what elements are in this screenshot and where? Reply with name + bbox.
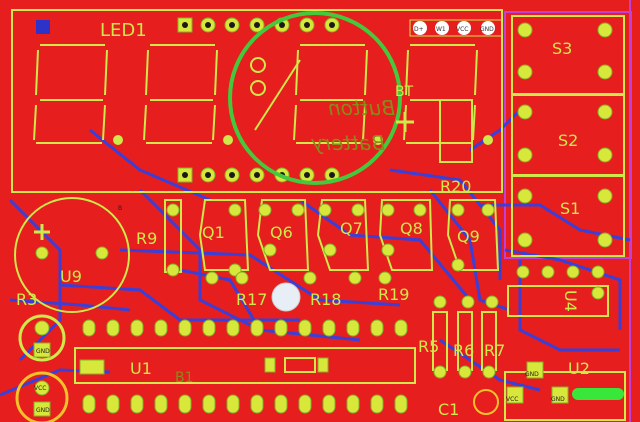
sensor-gnd-label: GND (36, 407, 50, 414)
header-label-vcc: VCC (456, 26, 468, 33)
button-silk-line (254, 59, 301, 131)
button-battery-outline (228, 11, 402, 185)
q1-label: Q1 (202, 223, 225, 242)
u1-pad-a[interactable] (79, 359, 105, 375)
u1-label: U1 (130, 359, 152, 378)
transistor-q7[interactable]: Q7 (316, 199, 370, 271)
u2-gnd-label-2: GND (551, 396, 565, 403)
r3-pad-1[interactable] (34, 320, 50, 336)
digit-2 (143, 44, 233, 145)
r19-label: R19 (378, 285, 409, 304)
q6-label: Q6 (270, 223, 293, 242)
led-display-outline (11, 9, 503, 193)
q9-label: Q9 (457, 227, 480, 246)
led-designator: LED1 (100, 20, 147, 41)
battery-holder-outline (439, 99, 473, 163)
transistor-q9[interactable]: Q9 (446, 199, 500, 272)
header-label-w1: W1 (436, 26, 446, 33)
r5-label: R5 (418, 337, 439, 356)
button-label-mirrored: Button (328, 96, 395, 120)
u2-pad-gnd[interactable] (526, 361, 544, 379)
transistor-q6[interactable]: Q6 (256, 199, 310, 271)
u9-label: U9 (60, 267, 82, 286)
c1-label: C1 (438, 400, 459, 419)
u2-label: U2 (568, 359, 590, 378)
u9-pad-1[interactable] (35, 246, 49, 260)
r3-pad-2[interactable] (33, 342, 51, 358)
r17-label: R17 (236, 290, 267, 309)
u1-bottom-pin-row[interactable] (82, 394, 408, 414)
r3-label: R3 (16, 290, 37, 309)
u1-top-pin-row[interactable] (82, 319, 408, 337)
resistor-row-bottom-pads[interactable] (205, 271, 499, 309)
sensor-pad-1[interactable] (34, 380, 50, 396)
switch-s3[interactable]: S3 (511, 15, 625, 95)
pin1-marker (36, 20, 50, 34)
q7-label: Q7 (340, 219, 363, 238)
r3-gnd-label: GND (36, 348, 50, 355)
c1-outline (473, 389, 499, 415)
u2-pad-gnd-2[interactable] (551, 386, 569, 404)
battery-pad-2[interactable] (250, 80, 266, 96)
u1-pad-c[interactable] (317, 357, 329, 373)
s2-label: S2 (558, 131, 578, 150)
battery-label-mirrored: Battery (310, 131, 385, 155)
u1-pad-b[interactable] (264, 357, 276, 373)
u4-top-pads[interactable] (516, 265, 605, 300)
u9-pad-2[interactable] (95, 246, 109, 260)
sensor-pad-2[interactable] (33, 401, 51, 417)
power-header: D+ W1 VCC GND (409, 19, 503, 37)
battery-pad-1[interactable] (250, 57, 266, 73)
u2-gnd-label: GND (525, 371, 539, 378)
u1-outline (74, 347, 416, 384)
r6-label: R6 (453, 341, 474, 360)
transistor-q1[interactable]: Q1 (198, 199, 250, 277)
u4-outline (507, 285, 609, 317)
header-label-dplus: D+ (414, 26, 424, 33)
r9-pad-1[interactable] (166, 203, 180, 217)
s1-label: S1 (560, 199, 580, 218)
transistor-q8[interactable]: Q8 (378, 199, 434, 271)
battery-designator: BT (395, 84, 414, 100)
resistors-r5-r7[interactable] (432, 311, 497, 379)
sensor-vcc-label: VCC (34, 385, 46, 392)
u9-pin-b: B (118, 205, 122, 212)
u2-vcc-label: VCC (506, 396, 518, 403)
u9-outline (14, 197, 130, 313)
r3-outline (18, 314, 66, 362)
digit-1 (33, 44, 123, 145)
u2-pad-vcc[interactable] (506, 386, 524, 404)
r20-label: R20 (440, 177, 471, 196)
digit-3 (293, 44, 383, 145)
sensor-outline (15, 371, 69, 422)
switch-s1[interactable]: S1 (511, 175, 625, 257)
r9-pad-2[interactable] (166, 263, 180, 277)
r9-label: R9 (136, 229, 157, 248)
b1-label: B1 (175, 370, 194, 386)
r18-label: R18 (310, 290, 341, 309)
header-label-gnd: GND (480, 26, 494, 33)
u4-label: U4 (561, 290, 580, 312)
q8-label: Q8 (400, 219, 423, 238)
u2-outline (504, 371, 626, 421)
led-top-pads[interactable] (177, 17, 340, 33)
r7-label: R7 (484, 341, 505, 360)
u2-tab-pad[interactable] (572, 388, 624, 400)
mounting-hole (271, 282, 301, 312)
u1-silk-box (284, 357, 316, 373)
s3-label: S3 (552, 39, 572, 58)
switch-s2[interactable]: S2 (511, 94, 625, 176)
